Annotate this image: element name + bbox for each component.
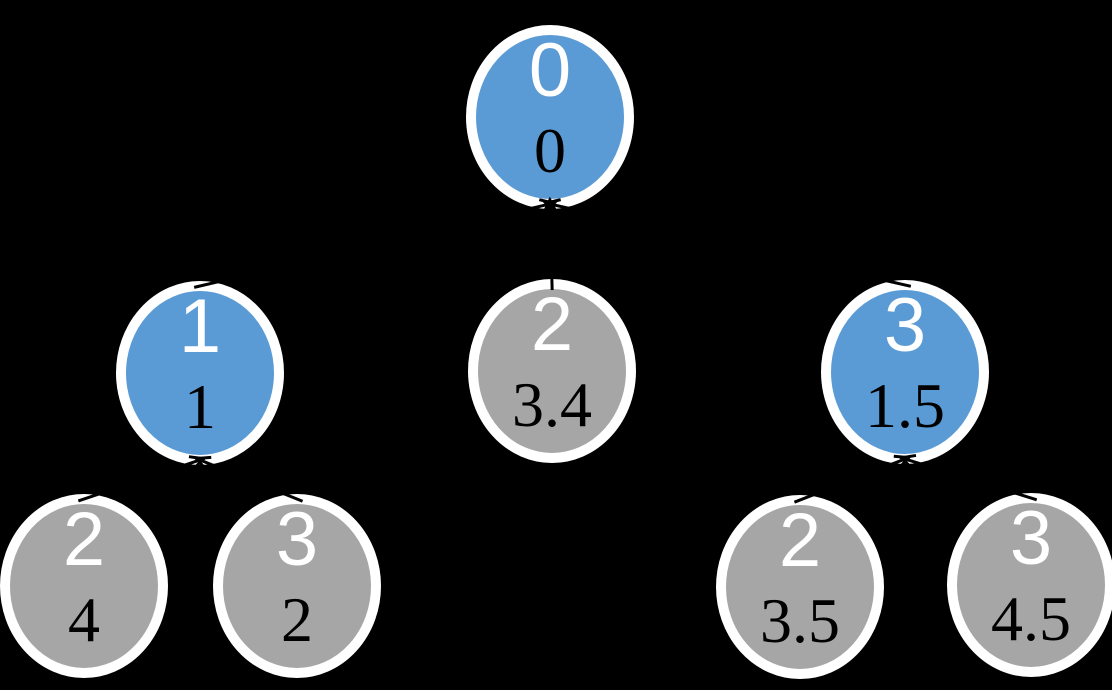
tree-node-n7: 34.5 xyxy=(947,493,1112,677)
node-label: 2 xyxy=(531,282,573,367)
node-value: 3.5 xyxy=(760,585,840,656)
node-value: 1.5 xyxy=(865,370,945,441)
node-label: 0 xyxy=(529,28,571,113)
tree-edge-n7-to-n3 xyxy=(897,453,1038,502)
node-label: 2 xyxy=(63,497,105,582)
edge-arrowhead-icon xyxy=(542,198,562,214)
edge-line xyxy=(77,457,205,503)
node-value: 0 xyxy=(534,115,566,186)
node-value: 1 xyxy=(184,371,216,442)
edges-layer xyxy=(77,196,1038,504)
edge-line xyxy=(545,201,912,288)
tree-edge-n3-to-root xyxy=(542,198,912,288)
node-value: 4.5 xyxy=(991,583,1071,654)
edge-arrowhead-icon xyxy=(193,455,212,471)
node-label: 3 xyxy=(276,497,318,582)
tree-node-n5: 32 xyxy=(213,494,381,678)
edge-arrowhead-icon xyxy=(897,453,917,470)
tree-node-n2: 23.4 xyxy=(468,279,636,463)
node-value: 4 xyxy=(68,584,100,655)
node-label: 3 xyxy=(884,283,926,368)
tree-node-n6: 23.5 xyxy=(716,495,884,679)
tree-node-root: 00 xyxy=(466,25,634,209)
edge-line xyxy=(793,456,910,504)
node-label: 1 xyxy=(179,284,221,369)
node-value: 2 xyxy=(281,584,313,655)
tree-node-n3: 31.5 xyxy=(821,280,989,464)
tree-node-n1: 11 xyxy=(116,281,284,465)
node-label: 3 xyxy=(1010,496,1052,581)
node-value: 3.4 xyxy=(512,369,592,440)
edge-line xyxy=(195,457,304,503)
edge-line xyxy=(548,199,554,291)
tree-edge-n5-to-n1 xyxy=(193,455,304,503)
node-label: 2 xyxy=(779,498,821,583)
tree-node-n4: 24 xyxy=(0,494,168,678)
edge-line xyxy=(193,201,555,289)
edge-line xyxy=(900,456,1038,502)
